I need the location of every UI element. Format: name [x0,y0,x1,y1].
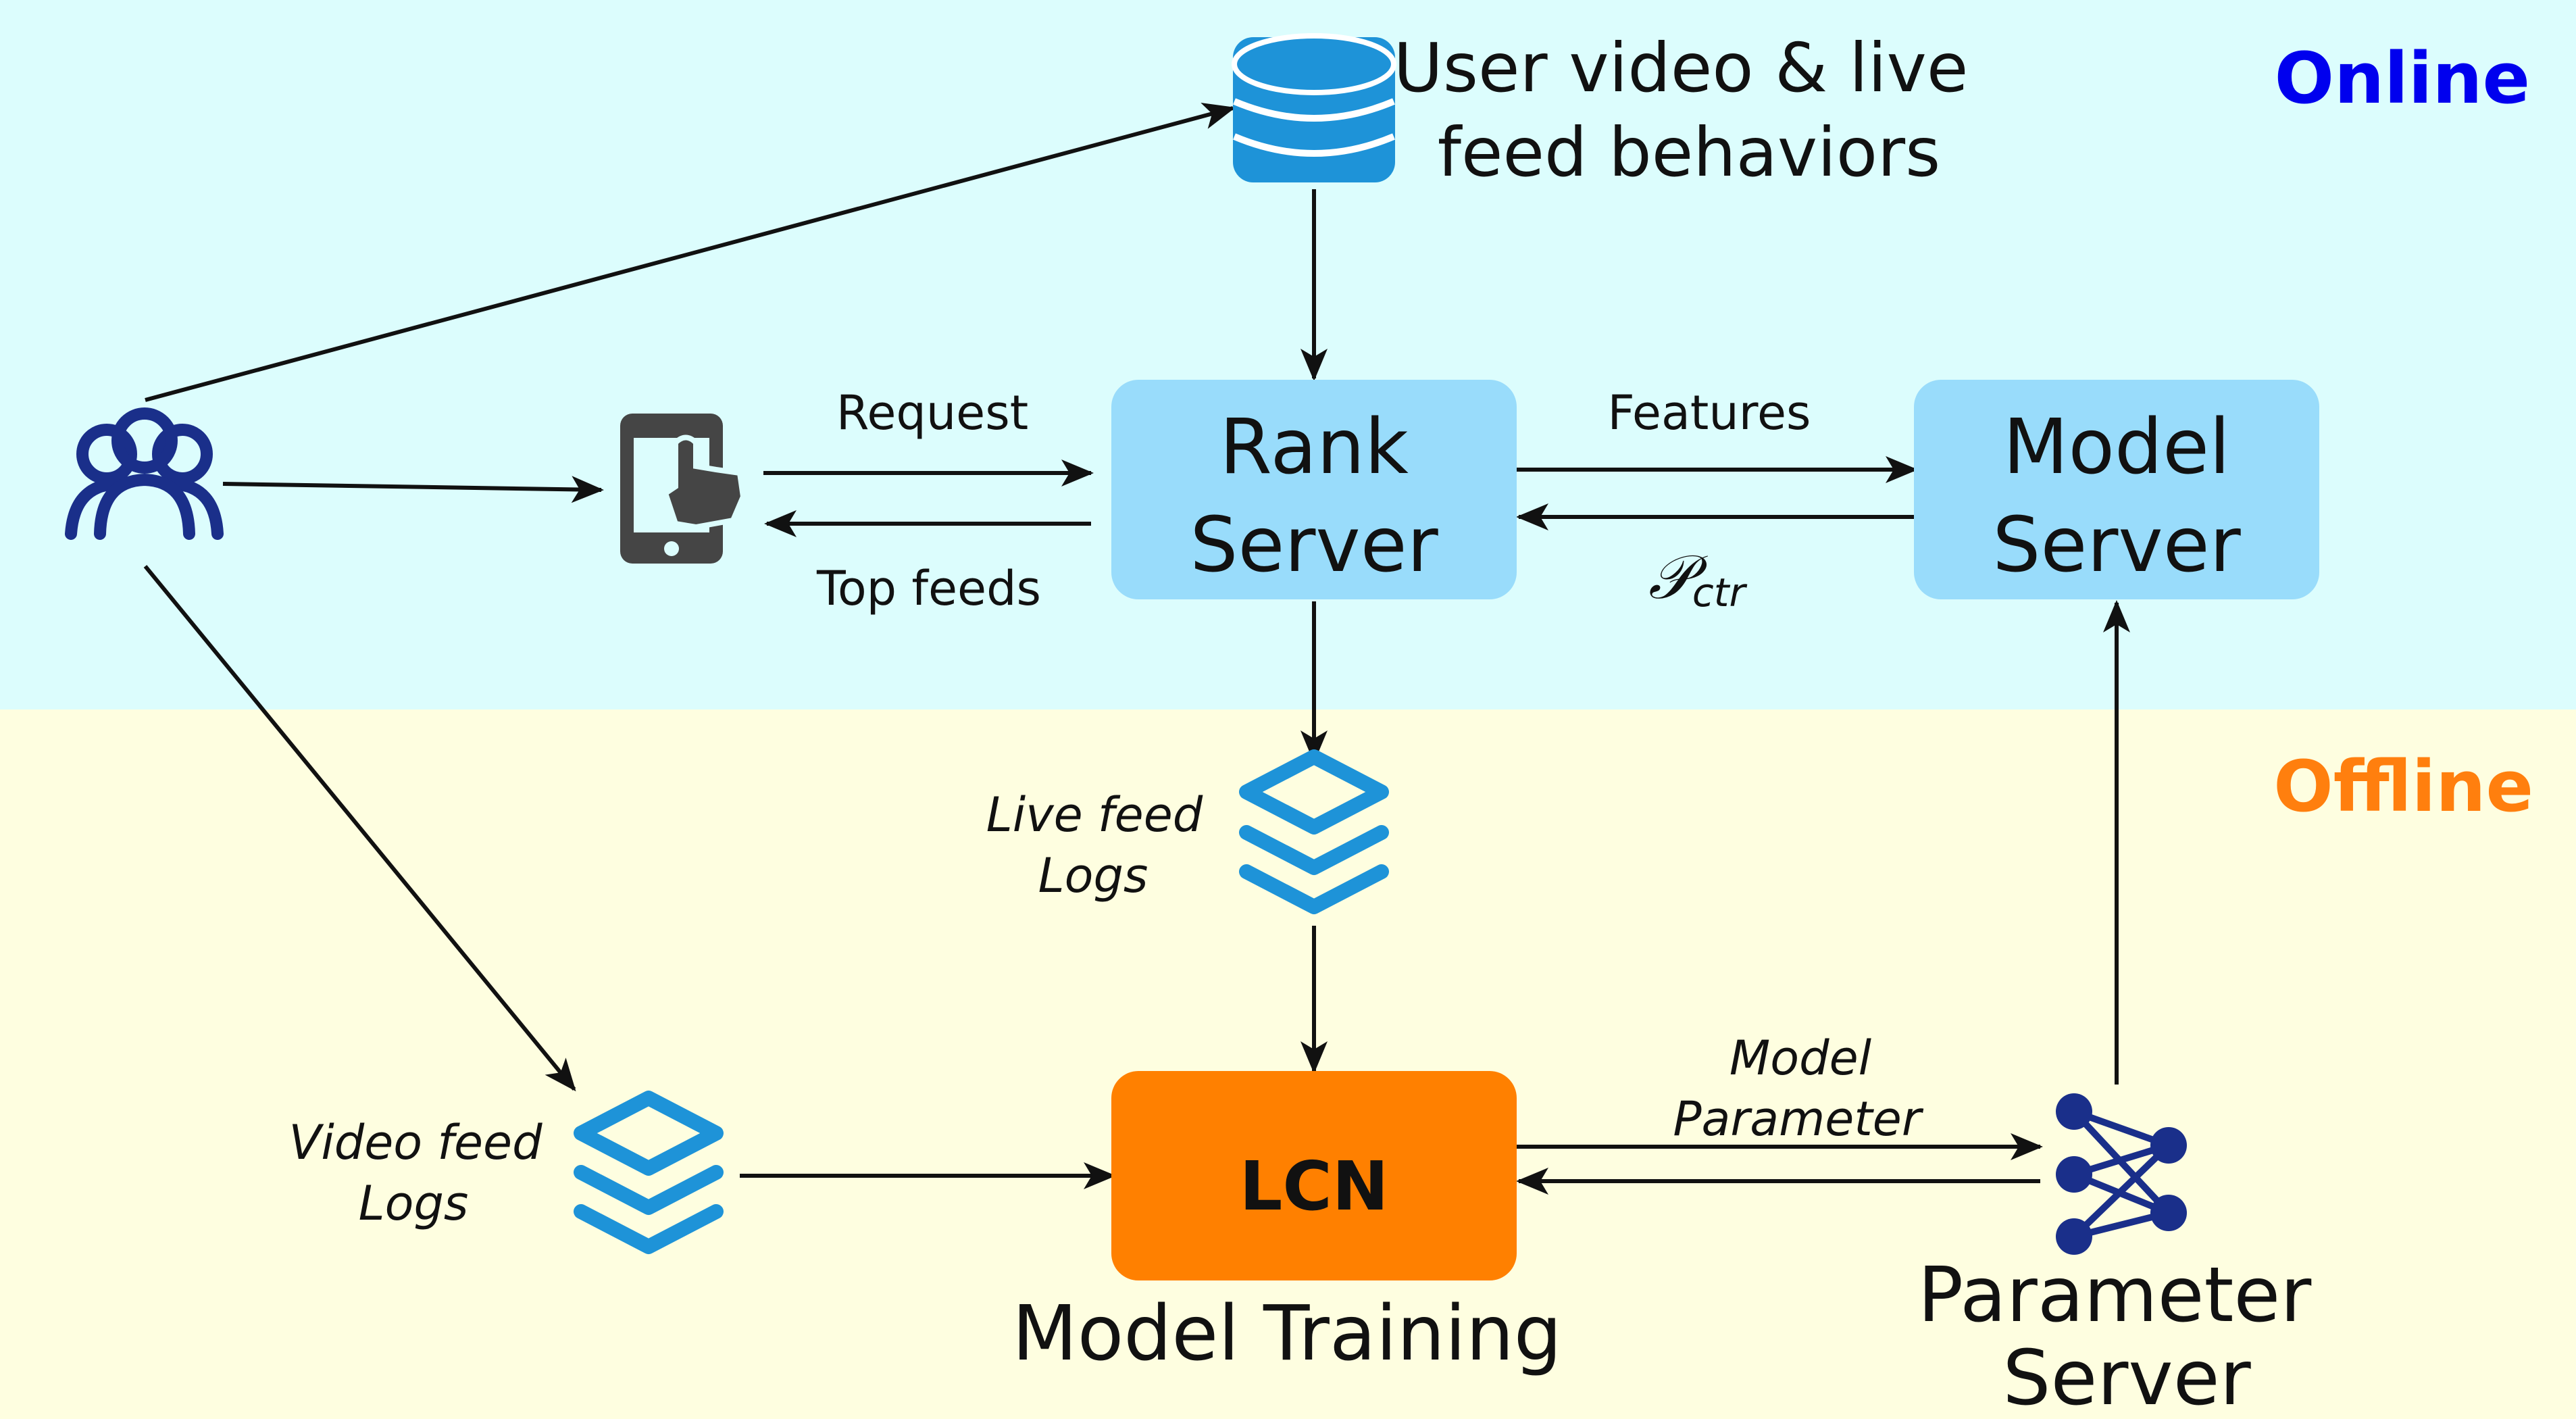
phone-touch-icon [620,414,747,564]
online-label: Online [2275,37,2530,120]
users-to-phone-arrow [222,476,604,503]
lcn-label: LCN [1240,1147,1389,1226]
top-feeds-label: Top feeds [816,561,1041,616]
database-label-line2: feed behaviors [1438,113,1941,192]
users-icon [65,407,224,540]
connectors [143,103,2130,1195]
rank-server-line1: Rank [1219,403,1409,491]
model-parameter-label-line2: Parameter [1673,1091,1924,1147]
neural-network-icon [2056,1093,2187,1255]
live-logs-label-line1: Live feed [986,787,1203,843]
rank-server-line2: Server [1190,501,1438,589]
users-to-video-logs-arrow [143,565,576,1092]
model-training-caption: Model Training [1012,1290,1562,1378]
features-label: Features [1608,385,1811,441]
parameter-server-line1: Parameter [1918,1251,2313,1339]
offline-label: Offline [2273,745,2533,828]
rank-server-box [1111,380,1517,599]
users-to-database-arrow [145,103,1236,402]
live-logs-icon [1239,749,1389,914]
video-logs-icon [574,1091,724,1254]
database-label-line1: User video & live [1394,28,1969,107]
model-parameter-label-line1: Model [1729,1030,1872,1086]
live-logs-label-line2: Logs [1038,848,1148,903]
video-logs-label-line2: Logs [359,1176,469,1231]
model-server-box [1914,380,2319,599]
model-server-line1: Model [2003,403,2230,491]
lcn-box [1111,1071,1517,1280]
parameter-server-line2: Server [2002,1335,2251,1419]
model-server-line2: Server [1992,501,2241,589]
offline-section [0,710,2576,1419]
video-logs-label-line1: Video feed [288,1115,542,1170]
database-icon [1232,33,1396,182]
request-label: Request [836,385,1028,441]
